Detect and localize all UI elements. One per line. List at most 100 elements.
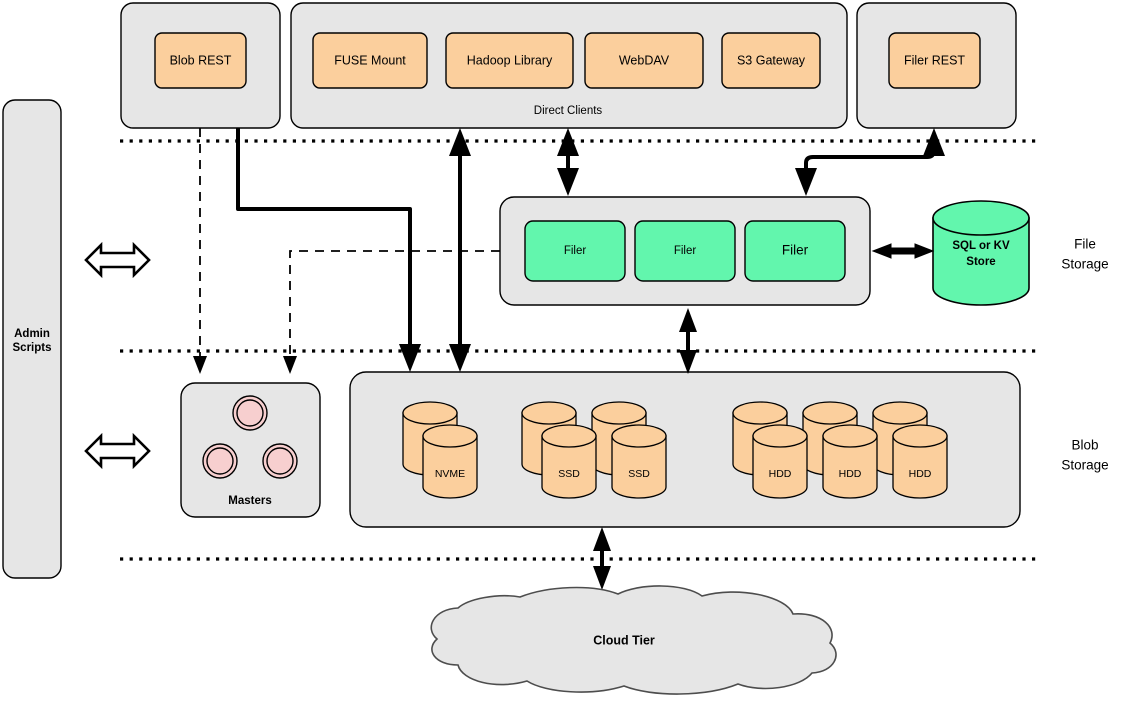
webdav-label: WebDAV [619, 53, 670, 67]
ssd-disk-front2-body [611, 435, 667, 499]
hdd-disk-label-1: HDD [769, 468, 792, 480]
hdd-disk-front3-top [892, 424, 948, 448]
metastore-cylinder[interactable]: SQL or KV Store [932, 200, 1030, 306]
master-node-1-inner [236, 399, 264, 427]
nvme-disk-front-top [422, 424, 478, 448]
filer-rest-node[interactable] [888, 32, 981, 89]
blob-rest-node[interactable] [154, 32, 247, 89]
fuse-mount-node[interactable] [312, 32, 428, 89]
admin-scripts-box[interactable] [2, 99, 62, 579]
connector-filer-to-volumes [679, 308, 697, 374]
hdd-disk-label-2: HDD [839, 468, 862, 480]
master-node-2-inner [206, 447, 234, 475]
nvme-disk-front-body [422, 435, 478, 499]
ssd-disk-front1-top [541, 424, 597, 448]
hdd-disk-front1-body [752, 435, 808, 499]
admin-scripts-panel[interactable]: Admin Scripts [2, 99, 62, 579]
hadoop-library-label: Hadoop Library [467, 53, 553, 67]
hdd-disk-label-3: HDD [909, 468, 932, 480]
filer-metastore-double-arrow [871, 243, 935, 259]
s3-gateway-label: S3 Gateway [737, 53, 806, 67]
tier-label-blob-storage: Blob Storage [1061, 438, 1108, 473]
nvme-disk-back-top [402, 401, 458, 425]
arrowhead-down-filer-volumes [679, 350, 697, 374]
filer-rest-label: Filer REST [904, 53, 965, 67]
filer-node-2[interactable] [634, 220, 736, 282]
hdd-disk-back2-top [802, 401, 858, 425]
arrowhead-down-direct-clients-volumes [449, 344, 471, 372]
master-node-3-inner [266, 447, 294, 475]
blob-rest-label: Blob REST [170, 53, 232, 67]
metastore-label-line2: Store [966, 256, 995, 268]
hdd-disk-front2-body [822, 435, 878, 499]
ssd-disk-label-1: SSD [558, 468, 580, 480]
filer-node-2-label: Filer [674, 245, 697, 257]
blob-rest-group[interactable]: Blob REST [120, 2, 281, 129]
masters-label: Masters [228, 495, 271, 507]
cloud-tier-group[interactable]: Cloud Tier [430, 585, 837, 695]
admin-scripts-label-line2: Scripts [13, 342, 52, 354]
arrowhead-filer-masters [283, 356, 297, 374]
blob-storage-label-line2: Storage [1061, 458, 1108, 473]
connector-direct-clients-to-volumes [449, 128, 471, 372]
filer-cluster[interactable]: Filer Filer Filer [499, 196, 871, 306]
file-storage-label-line1: File [1074, 237, 1096, 252]
connector-blob-rest-to-volumes [236, 128, 421, 372]
connector-filer-to-masters [283, 250, 500, 374]
admin-arrow-to-blob-storage [84, 432, 151, 470]
arrowhead-up-cloud [593, 527, 611, 551]
masters-box [180, 382, 321, 518]
disk-group-nvme[interactable]: NVME [402, 401, 478, 499]
ssd-disk-back1-top [521, 401, 577, 425]
ssd-disk-label-2: SSD [628, 468, 650, 480]
cloud-shape [430, 585, 837, 695]
arrowhead-up-filer-rest [923, 128, 945, 156]
tier-label-file-storage: File Storage [1061, 237, 1108, 272]
disk-group-hdd[interactable]: HDD HDD HDD [732, 401, 948, 499]
s3-gateway-node[interactable] [721, 32, 821, 89]
arrowhead-up-direct-clients-volumes [449, 128, 471, 156]
connector-volumes-to-cloud [593, 527, 611, 590]
direct-clients-group[interactable]: FUSE Mount Hadoop Library WebDAV S3 Gate… [290, 2, 848, 129]
admin-scripts-label-line1: Admin [14, 328, 50, 340]
webdav-node[interactable] [584, 32, 704, 89]
connector-filer-rest-to-filer [795, 128, 945, 196]
masters-box-group[interactable]: Masters [180, 382, 321, 518]
file-storage-label-line2: Storage [1061, 257, 1108, 272]
disk-group-ssd[interactable]: SSD SSD [521, 401, 667, 499]
arrowhead-down-direct-clients-filer [557, 168, 579, 196]
filer-node-1-label: Filer [564, 245, 587, 257]
ssd-disk-front2-top [611, 424, 667, 448]
filer-rest-group[interactable]: Filer REST [856, 2, 1017, 129]
nvme-disk-label: NVME [435, 468, 465, 480]
metastore-label-line1: SQL or KV [952, 240, 1010, 252]
hadoop-library-node[interactable] [445, 32, 574, 89]
blob-storage-label-line1: Blob [1071, 438, 1098, 453]
hdd-disk-front1-top [752, 424, 808, 448]
ssd-disk-back2-top [591, 401, 647, 425]
filer-node-1[interactable] [524, 220, 626, 282]
filer-metastore-arrow [871, 243, 935, 259]
connector-direct-clients-to-filer [557, 128, 579, 196]
cloud-tier-label: Cloud Tier [593, 633, 655, 647]
hdd-disk-back1-top [732, 401, 788, 425]
arrowhead-blob-rest-masters [193, 356, 207, 374]
admin-arrow-to-file-storage [84, 241, 151, 279]
arrowhead-up-filer-volumes [679, 308, 697, 332]
metastore-body [932, 217, 1030, 306]
hdd-disk-back3-top [872, 401, 928, 425]
hdd-disk-front2-top [822, 424, 878, 448]
filer-node-3-label: Filer [782, 243, 809, 258]
arrowhead-down-filer-cluster [795, 168, 817, 196]
hdd-disk-front3-body [892, 435, 948, 499]
direct-clients-caption: Direct Clients [534, 105, 603, 117]
ssd-disk-front1-body [541, 435, 597, 499]
arrowhead-down-cloud [593, 566, 611, 590]
metastore-top [932, 200, 1030, 236]
arrowhead-blob-rest-volumes [399, 344, 421, 372]
fuse-mount-label: FUSE Mount [334, 53, 406, 67]
volume-servers-group[interactable]: NVME SSD SSD HDD [349, 371, 1021, 528]
filer-node-3[interactable] [744, 220, 846, 282]
connector-blob-rest-to-masters [193, 128, 207, 374]
